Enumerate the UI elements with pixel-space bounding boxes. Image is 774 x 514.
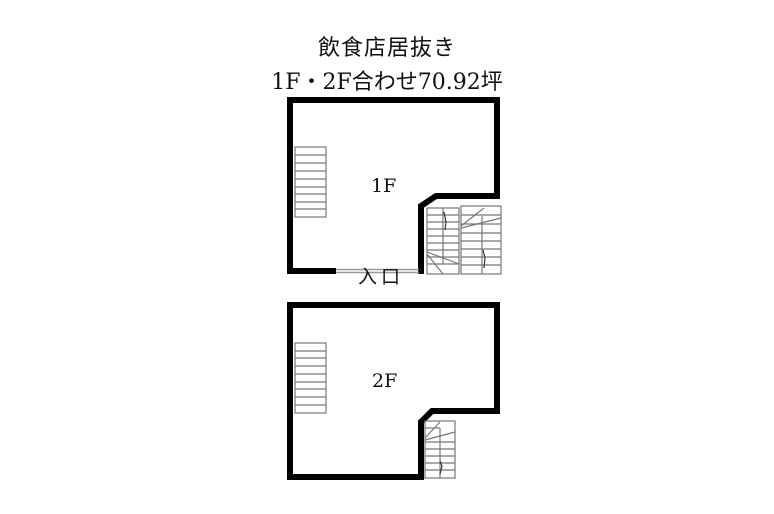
stair-icon-1f-outer xyxy=(460,205,502,275)
listing-title: 飲食店居抜き xyxy=(317,36,456,61)
floor-2f-label: 2F xyxy=(372,370,398,392)
floor-2f-walls xyxy=(287,302,500,480)
floor-area-subtitle: 1F・2F合わせ70.92坪 xyxy=(271,70,503,95)
floor-1f-walls xyxy=(287,97,500,274)
floor-2f-plan xyxy=(287,302,500,480)
stair-icon-1f-left xyxy=(294,146,327,218)
floor-1f-label: 1F xyxy=(371,175,397,197)
entrance-label: 入口 xyxy=(358,266,405,288)
stair-icon-2f-left xyxy=(294,342,327,414)
stair-icon-1f-inner xyxy=(426,207,460,275)
entrance-opening xyxy=(336,268,419,274)
stair-icon-2f-inner xyxy=(424,420,456,479)
floor-1f-plan xyxy=(287,97,502,275)
